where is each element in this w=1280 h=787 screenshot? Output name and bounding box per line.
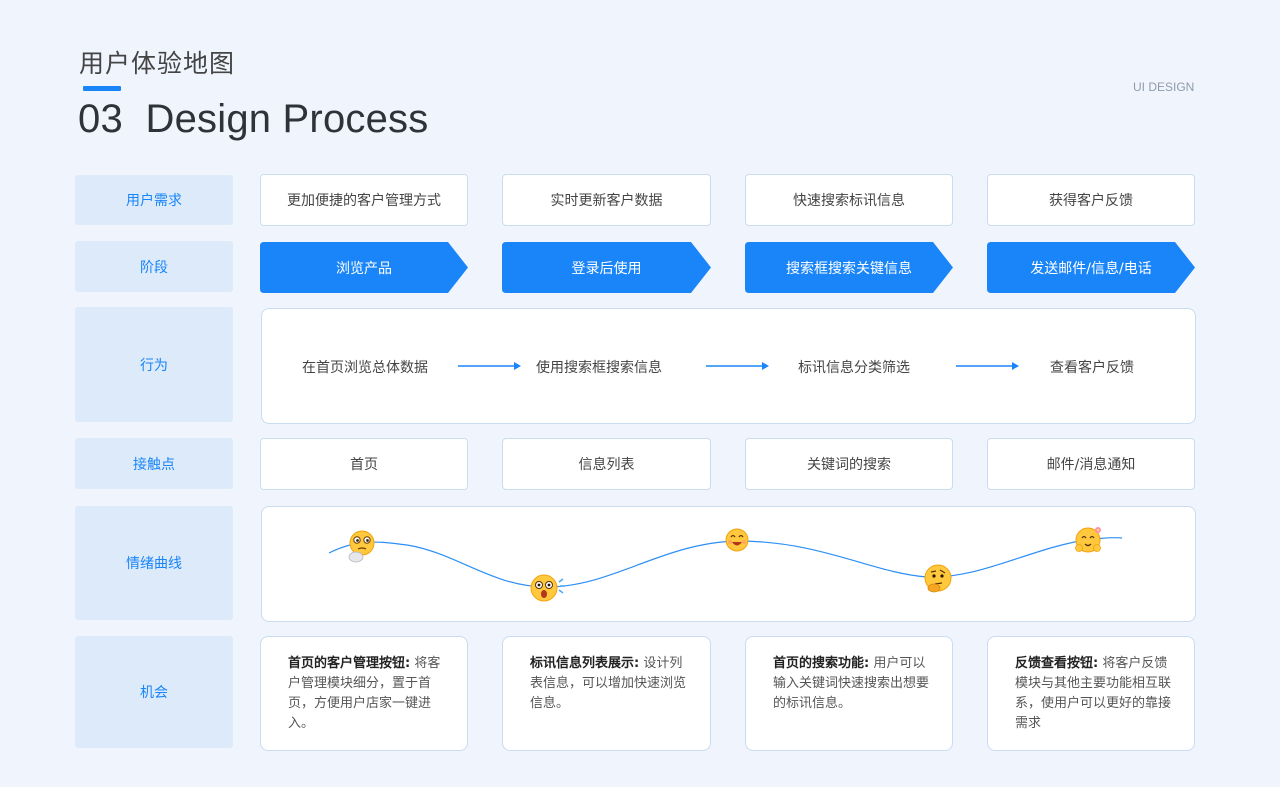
pondering-face-icon <box>924 564 952 593</box>
row-label-needs: 用户需求 <box>75 175 233 225</box>
behavior-step: 查看客户反馈 <box>1050 360 1134 376</box>
arrow-right-icon <box>956 362 1019 370</box>
need-card: 快速搜索标讯信息 <box>745 174 953 226</box>
emotion-curve <box>328 536 1123 588</box>
behavior-step: 标讯信息分类筛选 <box>798 360 910 376</box>
opportunity-title: 标讯信息列表展示: <box>530 656 640 671</box>
chevron-shape <box>745 242 953 293</box>
opportunity-card: 反馈查看按钮: 将客户反馈模块与其他主要功能相互联系，使用户可以更好的靠接需求 <box>987 636 1195 751</box>
page-title: 03 Design Process <box>78 97 429 141</box>
stage-chevron: 搜索框搜索关键信息 <box>745 242 953 293</box>
touchpoint-card: 邮件/消息通知 <box>987 438 1195 490</box>
behavior-panel: 在首页浏览总体数据 使用搜索框搜索信息 标讯信息分类筛选 查看客户反馈 <box>261 308 1196 424</box>
row-label-stage: 阶段 <box>75 241 233 292</box>
need-card: 获得客户反馈 <box>987 174 1195 226</box>
touchpoint-card: 信息列表 <box>502 438 711 490</box>
stage-label: 发送邮件/信息/电话 <box>1030 260 1152 277</box>
happy-face-icon <box>1075 527 1101 553</box>
opportunity-body: 设计列表信息，可以增加快速浏览信息。 <box>530 656 687 711</box>
stage-label: 浏览产品 <box>336 260 392 277</box>
opportunity-title: 反馈查看按钮: <box>1015 656 1099 671</box>
stage-chevron: 登录后使用 <box>502 242 711 293</box>
chevron-shape <box>260 242 468 293</box>
behavior-step: 在首页浏览总体数据 <box>302 360 428 376</box>
accent-bar <box>83 86 121 91</box>
row-label-emotion: 情绪曲线 <box>75 506 233 620</box>
row-label-touchpoint: 接触点 <box>75 438 233 489</box>
opportunity-card: 标讯信息列表展示: 设计列表信息，可以增加快速浏览信息。 <box>502 636 711 751</box>
arrow-right-icon <box>706 362 769 370</box>
touchpoint-card: 首页 <box>260 438 468 490</box>
emotion-panel <box>261 506 1196 622</box>
need-card: 更加便捷的客户管理方式 <box>260 174 468 226</box>
row-label-behavior: 行为 <box>75 307 233 422</box>
opportunity-title: 首页的搜索功能: <box>773 656 870 671</box>
thinking-face-icon <box>348 530 375 563</box>
opportunity-card: 首页的客户管理按钮: 将客户管理模块细分，置于首页，方便用户店家一键进入。 <box>260 636 468 751</box>
page-subtitle: 用户体验地图 <box>79 49 236 78</box>
chevron-shape <box>987 242 1195 293</box>
brand-tag: UI DESIGN <box>1133 80 1195 94</box>
emotion-curve-chart <box>328 527 1123 602</box>
stage-chevron: 浏览产品 <box>260 242 468 293</box>
opportunity-body: 用户可以输入关键词快速搜索出想要的标讯信息。 <box>773 656 930 711</box>
arrow-right-icon <box>458 362 521 370</box>
opportunity-title: 首页的客户管理按钮: <box>288 656 411 671</box>
touchpoint-card: 关键词的搜索 <box>745 438 953 490</box>
shocked-face-icon <box>530 574 565 602</box>
need-card: 实时更新客户数据 <box>502 174 711 226</box>
chevron-shape <box>502 242 711 293</box>
stage-chevron: 发送邮件/信息/电话 <box>987 242 1195 293</box>
opportunity-body: 将客户反馈模块与其他主要功能相互联系，使用户可以更好的靠接需求 <box>1015 656 1172 731</box>
grinning-face-icon <box>725 528 749 552</box>
opportunity-body: 将客户管理模块细分，置于首页，方便用户店家一键进入。 <box>288 656 441 731</box>
opportunity-card: 首页的搜索功能: 用户可以输入关键词快速搜索出想要的标讯信息。 <box>745 636 953 751</box>
row-label-opportunity: 机会 <box>75 636 233 748</box>
stage-label: 搜索框搜索关键信息 <box>786 260 912 277</box>
behavior-step: 使用搜索框搜索信息 <box>536 360 662 376</box>
stage-label: 登录后使用 <box>571 260 642 277</box>
